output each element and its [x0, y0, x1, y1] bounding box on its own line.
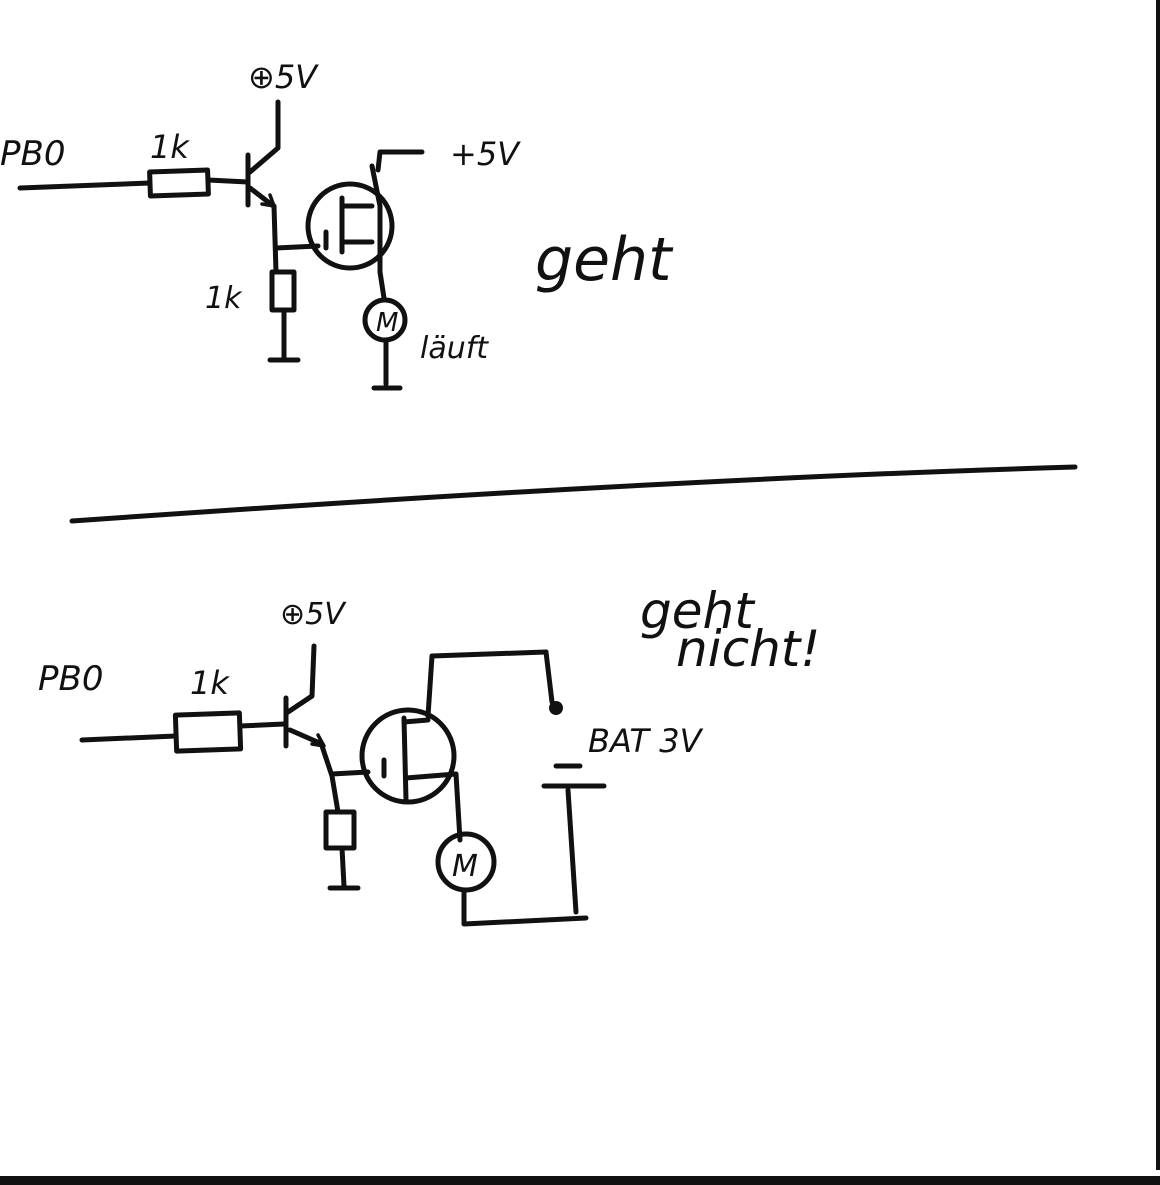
bottom-motor-wire — [453, 771, 463, 843]
top-motor-note: läuft — [420, 331, 489, 366]
bottom-npn-transistor — [283, 643, 326, 749]
top-motor-label: M — [376, 308, 398, 338]
bottom-status-line2: nicht! — [676, 620, 820, 678]
bottom-ground-wire — [339, 845, 347, 889]
top-motor-wire — [377, 269, 387, 301]
bottom-motor-label: M — [452, 849, 478, 884]
bottom-battery-plus-terminal — [549, 701, 563, 715]
top-circuit: M PB0 1k 1k ⊕5V +5V läuft geht — [0, 58, 674, 391]
bottom-battery-plus-wire — [543, 649, 555, 705]
bottom-battery-label: BAT 3V — [588, 722, 704, 760]
top-input-label: PB0 — [0, 134, 65, 174]
top-mosfet — [305, 163, 395, 275]
bottom-base-wire — [237, 721, 287, 729]
bottom-emitter-resistor — [323, 809, 357, 851]
top-drain-supply-wire — [375, 149, 425, 173]
top-emitter-resistor-label: 1k — [205, 281, 243, 316]
divider-line — [69, 464, 1078, 524]
bottom-base-resistor — [172, 710, 244, 754]
bottom-circuit: M PB0 1k ⊕5V BAT 3V geht nicht! — [38, 582, 820, 927]
bottom-mosfet — [359, 649, 549, 805]
top-npn-transistor — [245, 99, 281, 208]
bottom-emitter-wire — [319, 743, 341, 815]
bottom-motor-return-wire — [461, 887, 589, 927]
top-base-resistor-label: 1k — [150, 128, 190, 166]
top-emitter-wire — [271, 203, 279, 275]
top-base-wire — [205, 177, 251, 185]
bottom-transistor-supply-label: ⊕5V — [280, 597, 347, 632]
top-base-resistor — [147, 167, 211, 199]
bottom-status-line1: geht — [640, 582, 756, 640]
top-transistor-supply-label: ⊕5V — [248, 58, 319, 96]
top-mosfet-supply-label: +5V — [450, 135, 521, 173]
scan-edge-bottom — [0, 1176, 1160, 1185]
top-input-wire — [17, 180, 153, 191]
top-status-text: geht — [535, 225, 674, 295]
top-emitter-resistor — [269, 269, 297, 313]
bottom-base-resistor-label: 1k — [190, 664, 230, 702]
bottom-input-label: PB0 — [38, 659, 103, 699]
bottom-battery-symbol — [541, 763, 607, 915]
bottom-gate-wire — [329, 769, 371, 777]
bottom-input-wire — [79, 733, 179, 743]
